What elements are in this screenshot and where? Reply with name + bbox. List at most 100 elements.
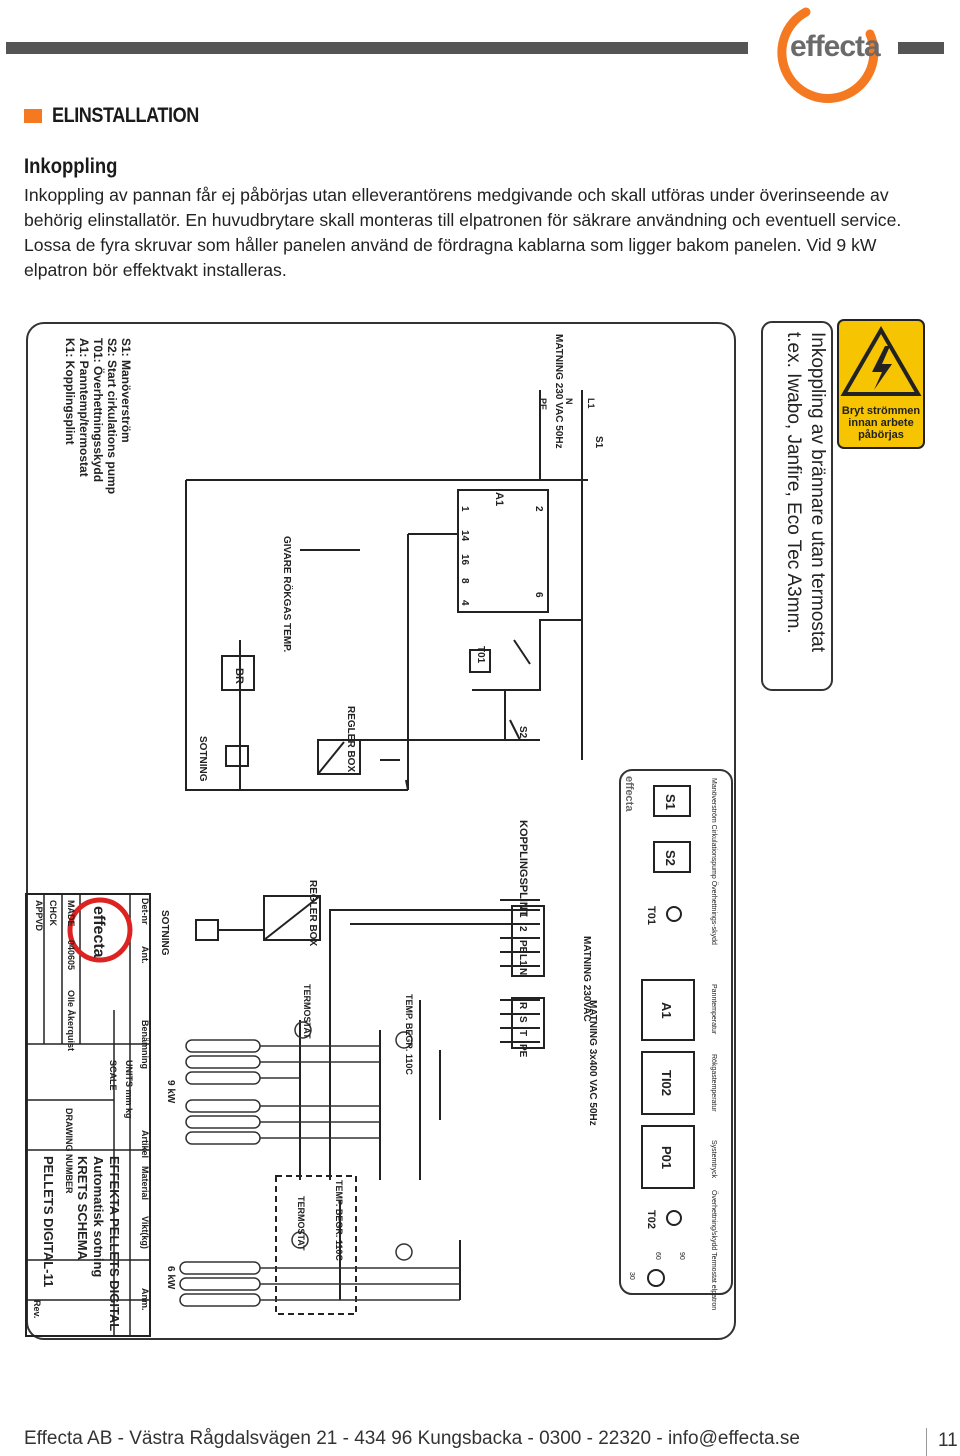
title-block-logo: effecta xyxy=(90,906,107,958)
regler-label: REGLER BOX xyxy=(307,880,318,946)
svg-text:N: N xyxy=(517,968,528,975)
effecta-logo: effecta xyxy=(790,30,881,63)
burner-note-line2: t.ex. Iwabo, Janfire, Eco Tec A3mm. xyxy=(783,332,804,634)
burner-note-line1: Inkoppling av brännare utan termostat xyxy=(807,332,828,653)
legend-s1: S1: Manöverström xyxy=(119,338,133,443)
svg-text:60: 60 xyxy=(654,1252,661,1260)
effecta-logo-ring xyxy=(777,7,879,103)
subheading: Inkoppling xyxy=(24,155,118,178)
svg-text:90: 90 xyxy=(678,1252,685,1260)
svg-text:8: 8 xyxy=(459,578,470,584)
intro-paragraph: Inkoppling av pannan får ej påbörjas uta… xyxy=(24,185,902,280)
svg-text:S: S xyxy=(517,1016,528,1023)
svg-text:Överhettning/skydd Termostat e: Överhettning/skydd Termostat elpatron xyxy=(710,1190,718,1310)
svg-text:Manöverström Cirkulationspump: Manöverström Cirkulationspump Överhettni… xyxy=(710,778,718,945)
svg-text:Artikel: Artikel xyxy=(140,1130,150,1158)
svg-text:UNITS mm kg: UNITS mm kg xyxy=(124,1060,134,1119)
header-bar xyxy=(6,42,748,54)
label-n: N xyxy=(564,398,574,405)
supply-400-label: MATNING 3x400 VAC 50Hz xyxy=(587,1000,598,1126)
panel-a1: A1 xyxy=(659,1002,674,1019)
svg-text:Rökgastemperatur: Rökgastemperatur xyxy=(710,1054,717,1112)
label-l1: L1 xyxy=(586,398,596,409)
thermostat-label-2: TERMOSTAT xyxy=(296,1196,306,1251)
svg-text:MADE: MADE xyxy=(66,900,76,927)
panel-s2: S2 xyxy=(663,850,678,866)
svg-text:Det-nr: Det-nr xyxy=(140,898,150,925)
section-title: ELINSTALLATION xyxy=(52,104,199,127)
label-a1: A1 xyxy=(493,492,505,506)
schematic-frame xyxy=(26,322,736,1340)
panel-logo: effecta xyxy=(623,776,635,812)
label-regler: REGLER BOX xyxy=(345,706,356,772)
panel-t01: T01 xyxy=(645,906,657,925)
svg-text:Rev.: Rev. xyxy=(32,1300,42,1318)
orange-square-icon xyxy=(24,109,42,123)
temp-limit-label-1: TEMP. BEGR. 110C xyxy=(404,994,414,1075)
svg-text:1: 1 xyxy=(459,506,470,512)
svg-text:PE: PE xyxy=(517,1044,528,1058)
svg-text:6: 6 xyxy=(533,592,544,598)
section-heading: ELINSTALLATION xyxy=(24,104,223,128)
warning-line3: påbörjas xyxy=(858,429,904,441)
svg-text:T: T xyxy=(517,1030,528,1036)
svg-text:L1: L1 xyxy=(517,954,528,966)
panel-s1: S1 xyxy=(663,794,678,810)
label-s2: S2 xyxy=(517,726,528,739)
legend-s2: S2: Start cirkulations pump xyxy=(105,338,119,494)
svg-text:Benämning: Benämning xyxy=(140,1020,150,1069)
panel-p01: P01 xyxy=(659,1146,674,1169)
legend-t01: T01: Överhettningsskydd xyxy=(91,338,106,482)
svg-text:Anm.: Anm. xyxy=(140,1288,150,1311)
thermostat-label-1: TERMOSTAT xyxy=(302,984,312,1039)
svg-text:DRAWING NUMBER: DRAWING NUMBER xyxy=(64,1108,74,1194)
svg-text:Systemtryck: Systemtryck xyxy=(710,1140,717,1179)
drawing-subtitle-2: KRETS SCHEMA xyxy=(75,1156,90,1261)
drawing-title: EFFEKTA PELLETS DIGITAL xyxy=(107,1156,122,1331)
svg-text:040605: 040605 xyxy=(66,940,76,970)
svg-text:PE: PE xyxy=(517,940,528,954)
svg-text:Material: Material xyxy=(140,1166,150,1200)
temp-limit-label-2: TEMP. BEGR. 110C xyxy=(334,1180,344,1261)
svg-text:1: 1 xyxy=(517,912,528,918)
supply-230-label: MATNING 230VAC xyxy=(581,936,592,1022)
label-sotning: SOTNING xyxy=(197,736,208,782)
page-number: 11 xyxy=(938,1430,958,1451)
label-pe: PE xyxy=(538,398,548,410)
svg-text:30: 30 xyxy=(628,1272,635,1280)
footer-address: Effecta AB - Västra Rågdalsvägen 21 - 43… xyxy=(24,1428,800,1449)
label-br: BR xyxy=(233,668,245,684)
power-6-label: 6 kW xyxy=(165,1266,176,1290)
warning-line1: Bryt strömmen xyxy=(842,405,921,417)
legend-a1: A1: Panntemp/termostat xyxy=(77,338,91,477)
svg-text:4: 4 xyxy=(459,600,470,606)
svg-text:SCALE: SCALE xyxy=(108,1060,118,1091)
header-bar-end xyxy=(898,42,944,54)
flue-sensor-label: GIVARE RÖKGAS TEMP. xyxy=(281,536,294,653)
panel-t02: T02 xyxy=(645,1210,657,1229)
svg-text:Panntemperatur: Panntemperatur xyxy=(710,984,717,1035)
drawing-number: PELLETS DIGITAL-11 xyxy=(41,1156,56,1287)
svg-text:Olle Åkerquist: Olle Åkerquist xyxy=(66,990,76,1051)
footer-divider xyxy=(926,1428,927,1456)
drawing-subtitle-1: Automatisk sotning xyxy=(91,1156,106,1277)
svg-text:Ant.: Ant. xyxy=(140,946,150,964)
sotning-label: SOTNING xyxy=(159,910,170,956)
svg-text:2: 2 xyxy=(533,506,544,512)
svg-text:APPVD: APPVD xyxy=(34,900,44,932)
svg-text:2: 2 xyxy=(517,926,528,932)
supply-label: MATNING 230 VAC 50Hz xyxy=(553,334,564,449)
svg-text:CHCK: CHCK xyxy=(48,900,58,926)
warning-line2: innan arbete xyxy=(848,417,913,429)
svg-text:R: R xyxy=(517,1002,528,1010)
legend-k1: K1: Kopplingsplint xyxy=(63,338,77,445)
label-t01: T01 xyxy=(475,646,486,664)
svg-text:16: 16 xyxy=(459,554,470,566)
terminal-label: KOPPLINGSPLINT xyxy=(517,820,529,917)
svg-text:14: 14 xyxy=(459,530,470,542)
svg-text:Vikt(kg): Vikt(kg) xyxy=(140,1216,150,1249)
power-9-label: 9 kW xyxy=(165,1080,176,1104)
panel-ti02: TI02 xyxy=(659,1070,674,1096)
label-s1: S1 xyxy=(593,436,604,449)
